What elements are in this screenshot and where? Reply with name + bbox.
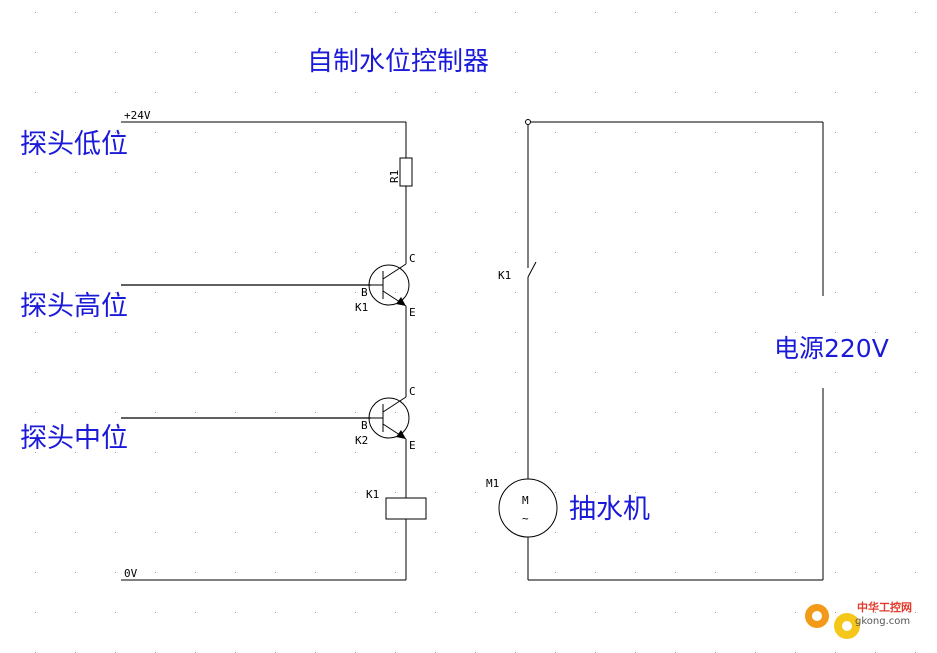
pump-label: 抽水机 <box>569 494 650 525</box>
supply-ground-label: 0V <box>124 567 138 580</box>
k2-base-pin: B <box>361 419 368 432</box>
transistor-k2 <box>368 396 410 440</box>
r1-label: R1 <box>388 170 401 183</box>
k1-collector-pin: C <box>409 252 416 265</box>
grid-dots <box>35 12 916 653</box>
diagram-title: 自制水位控制器 <box>307 47 489 77</box>
watermark-text: 中华工控网 <box>857 600 912 614</box>
relay-coil-label: K1 <box>366 488 379 501</box>
background-grid <box>35 12 916 653</box>
transistor-k2-label: K2 <box>355 434 368 447</box>
motor-ac-symbol: ~ <box>522 512 529 525</box>
power-supply-label: 电源220V <box>774 334 889 363</box>
transistor-k1 <box>368 263 410 307</box>
motor-symbol: M <box>522 494 529 507</box>
pump-motor-m1 <box>498 478 558 538</box>
k2-collector-pin: C <box>409 385 416 398</box>
probe-mid-label: 探头中位 <box>20 423 128 454</box>
transistor-k1-label: K1 <box>355 301 368 314</box>
k2-emitter-pin: E <box>409 439 416 452</box>
gkong-logo: 中华工控网 gkong.com <box>805 600 912 639</box>
resistor-r1 <box>399 157 413 187</box>
watermark-url: gkong.com <box>855 616 910 627</box>
terminal-node <box>525 119 531 125</box>
k1-base-pin: B <box>361 286 368 299</box>
relay-coil-k1 <box>385 497 427 520</box>
probe-low-label: 探头低位 <box>20 129 128 160</box>
supply-positive-label: +24V <box>124 109 151 122</box>
probe-high-label: 探头高位 <box>20 291 128 322</box>
k1-emitter-pin: E <box>409 306 416 319</box>
relay-contact-label: K1 <box>498 269 511 282</box>
motor-label: M1 <box>486 477 499 490</box>
relay-contact-k1 <box>527 261 537 278</box>
